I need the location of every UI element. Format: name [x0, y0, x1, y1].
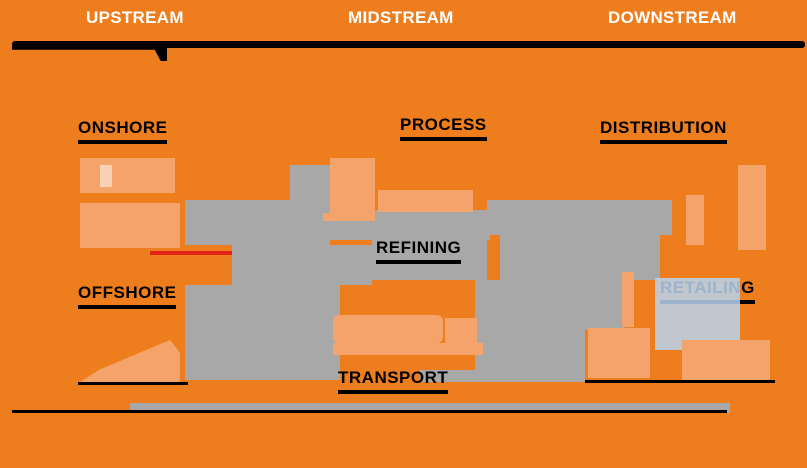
offshore-platform-icon: [80, 340, 180, 382]
process-plant-icon: [330, 158, 375, 213]
transport-truck-tank-icon: [333, 315, 443, 343]
onshore-text: ONSHORE: [78, 118, 168, 137]
flow-pipe: [130, 403, 730, 413]
underline: [78, 305, 177, 309]
underline: [78, 140, 168, 144]
distribution-label: DISTRIBUTION: [600, 118, 727, 144]
flow-pipe: [500, 235, 660, 280]
process-units-icon: [378, 190, 473, 212]
offshore-base-line: [78, 382, 188, 385]
flow-pipe: [420, 370, 585, 382]
retail-chimney-icon: [622, 272, 634, 327]
underline: [376, 260, 462, 264]
stage-divider-bar: [12, 41, 805, 48]
retail-highlight-box: [655, 278, 740, 350]
process-plant-icon-base: [323, 213, 375, 221]
flow-pipe: [487, 200, 672, 235]
flow-pipe: [232, 245, 372, 285]
transport-truck-cab-icon: [445, 318, 477, 344]
flow-pipe: [185, 285, 340, 380]
footer-divider: [12, 410, 727, 413]
refining-label: REFINING: [376, 238, 462, 264]
offshore-text: OFFSHORE: [78, 283, 177, 302]
distribution-text: DISTRIBUTION: [600, 118, 727, 137]
offshore-label: OFFSHORE: [78, 283, 177, 309]
transport-truck-chassis-icon: [333, 343, 483, 355]
stage-divider-notch: [12, 46, 167, 61]
distribution-pump-icon: [686, 195, 704, 245]
distribution-tower-icon: [738, 165, 766, 250]
underline: [400, 137, 487, 141]
flow-pipe: [475, 280, 625, 330]
onshore-rig-icon: [80, 158, 175, 193]
transport-text: TRANSPORT: [338, 368, 449, 387]
downstream-heading: DOWNSTREAM: [608, 8, 737, 27]
flow-pipe: [185, 200, 305, 245]
midstream-heading: MIDSTREAM: [348, 8, 454, 27]
onshore-tank-icon: [80, 203, 180, 248]
upstream-heading: UPSTREAM: [86, 8, 184, 27]
underline: [338, 390, 449, 394]
flow-pipe: [475, 330, 585, 370]
retail-warehouse-icon: [682, 340, 770, 380]
onshore-red-line: [150, 251, 232, 255]
process-text: PROCESS: [400, 115, 487, 134]
retail-base-line: [585, 380, 775, 383]
process-label: PROCESS: [400, 115, 487, 141]
onshore-rig-detail: [100, 165, 112, 187]
underline: [600, 140, 727, 144]
refining-text: REFINING: [376, 238, 462, 257]
transport-label: TRANSPORT: [338, 368, 449, 394]
onshore-label: ONSHORE: [78, 118, 168, 144]
retail-building-icon: [588, 328, 650, 378]
flow-pipe: [290, 165, 330, 245]
